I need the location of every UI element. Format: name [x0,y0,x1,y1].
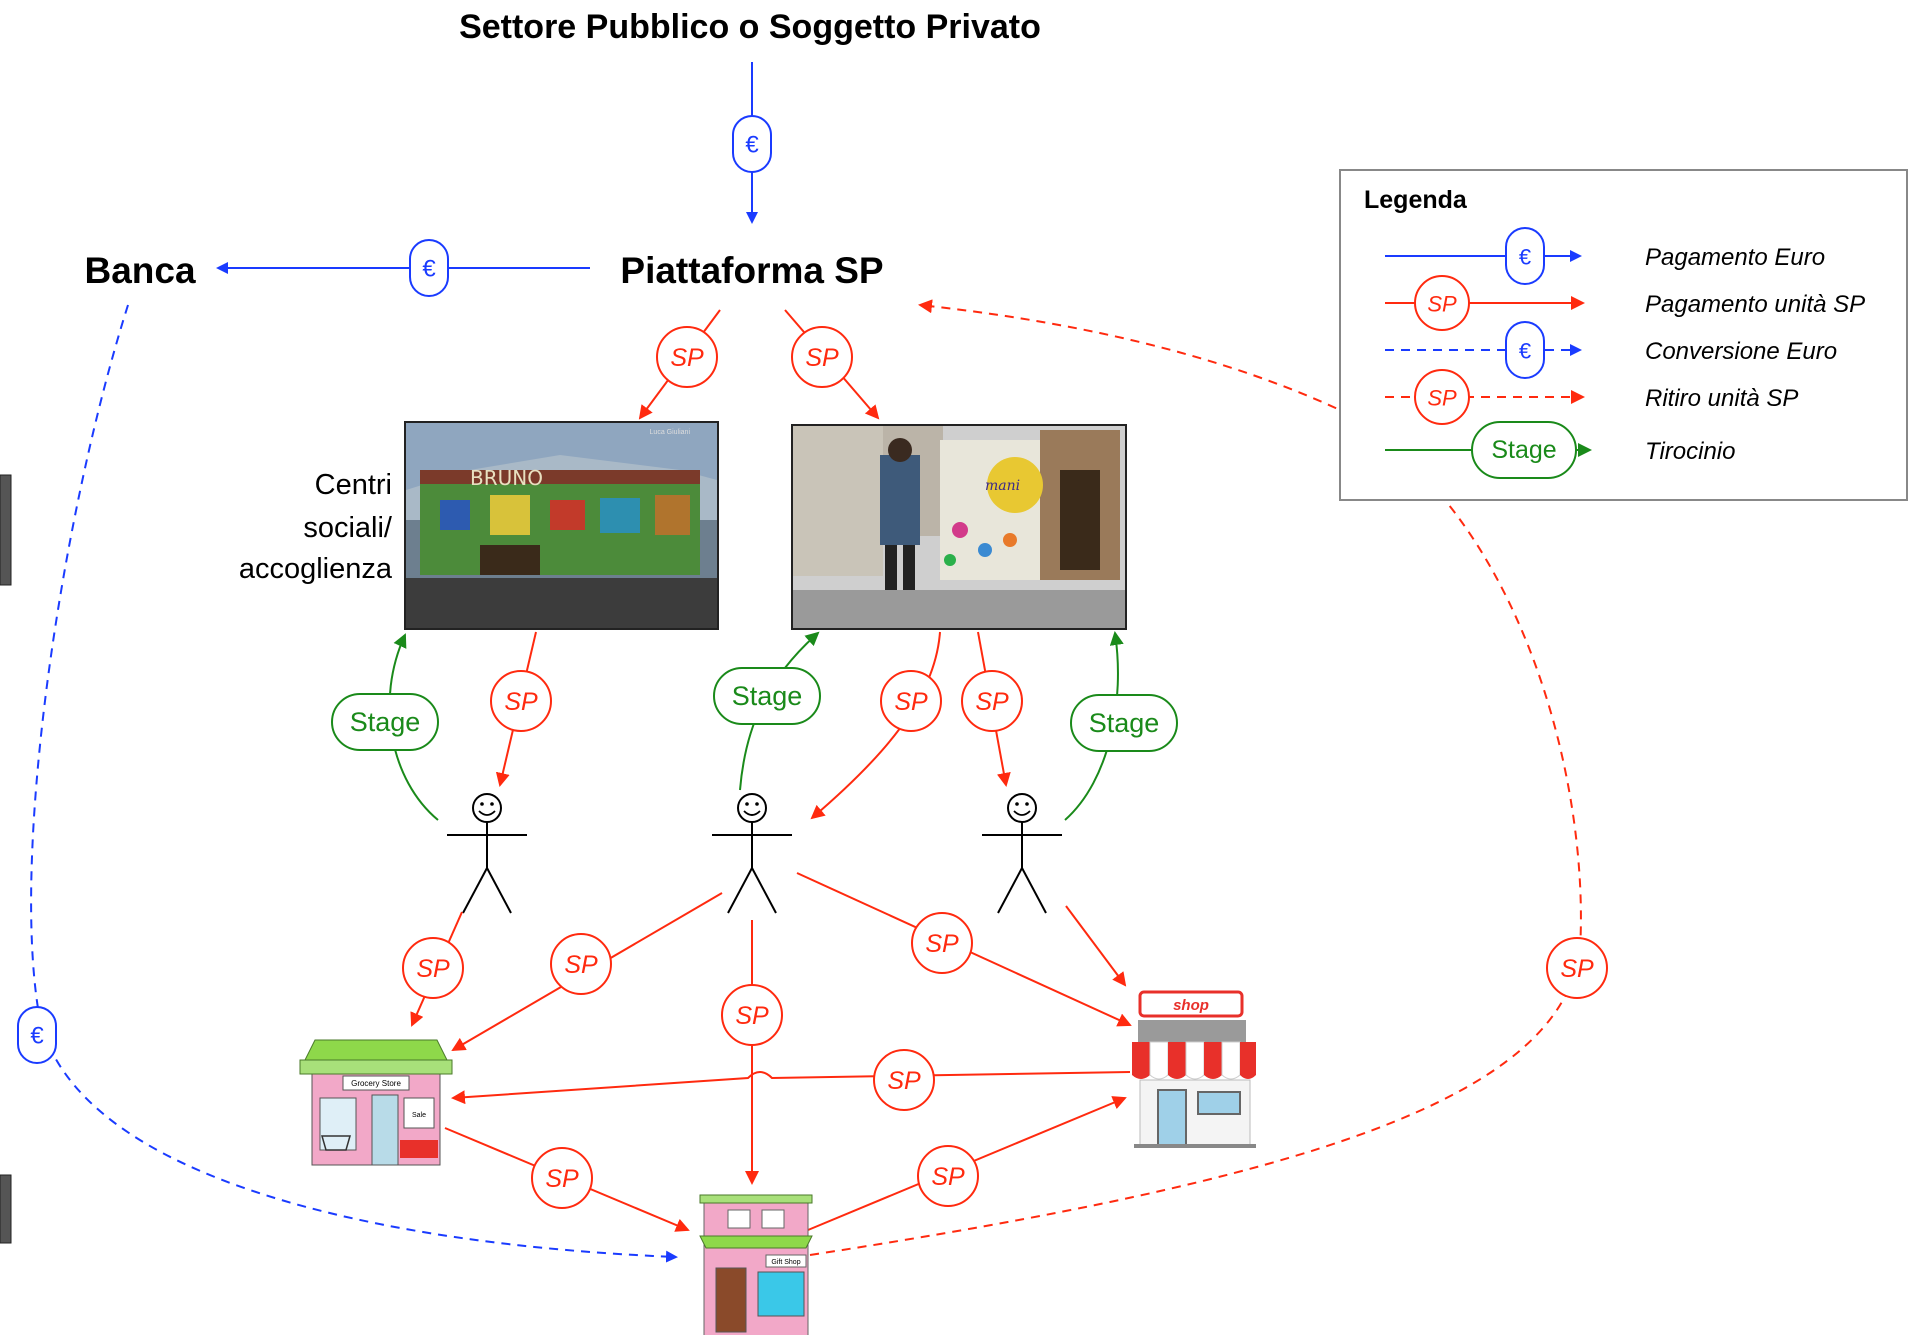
svg-text:SP: SP [416,955,450,983]
badge-euro-bank: € [409,239,449,297]
badge-sp-withdraw: SP [1546,937,1608,999]
svg-text:€: € [30,1023,44,1050]
left-edge-bar-bottom [0,1174,12,1244]
svg-text:SP: SP [1427,386,1457,411]
svg-text:SP: SP [1560,955,1594,983]
red-shop-icon: shop [1132,990,1256,1148]
svg-text:SP: SP [670,344,704,372]
legend-row-internship: Stage Tirocinio [1385,421,1735,479]
photo-community-center: BRUNO Luca Giuliani [404,421,719,630]
svg-text:SP: SP [735,1002,769,1030]
svg-text:SP: SP [1427,292,1457,317]
legend-row-sp-withdraw: SP Ritiro unità SP [1385,369,1798,425]
badge-sp-grocery-pink: SP [531,1147,593,1209]
centri-label-line1: Centri [315,469,392,501]
grocery-small-sign: Sale [412,1112,426,1119]
shop-sign-text: shop [1173,997,1209,1014]
badge-sp-person2-pink: SP [721,984,783,1046]
legend-row-sp-payment: SP Pagamento unità SP [1385,275,1865,331]
badge-sp-platform-left: SP [656,326,718,388]
person-2-smiley-icon [737,793,767,823]
legend-label-sp-payment: Pagamento unità SP [1645,291,1865,318]
person-1-smiley-icon [472,793,502,823]
centri-label-line3: accoglienza [239,553,393,585]
badge-stage-person2: Stage [713,667,821,725]
legend: Legenda € Pagamento Euro SP Pagamento un… [1339,169,1908,501]
grocery-store-icon: Grocery Store Sale [299,1039,453,1166]
person-3-smiley-icon [1007,793,1037,823]
cart-icon [321,1135,351,1151]
flow-pink-shop-to-platform-withdraw [809,299,1582,1256]
legend-title: Legenda [1364,186,1468,214]
person-2 [712,793,792,914]
badge-sp-left-center-person1: SP [490,670,552,732]
badge-stage-person3: Stage [1070,694,1178,752]
badge-sp-person2-red: SP [911,912,973,974]
street-art-word: mani [985,478,1020,494]
legend-row-euro-payment: € Pagamento Euro [1385,227,1825,285]
badge-sp-person2-grocery: SP [550,933,612,995]
flow-person3-to-red-shop [1065,905,1127,987]
pink-shop-sign: Gift Shop [771,1259,800,1266]
badge-sp-right-center-person2: SP [880,670,942,732]
bank-label: Banca [84,250,195,291]
badge-sp-red-to-grocery: SP [873,1049,935,1111]
svg-text:Stage: Stage [1089,708,1160,738]
legend-label-euro-conversion: Conversione Euro [1645,338,1837,365]
svg-text:SP: SP [975,688,1009,716]
svg-text:Stage: Stage [1491,436,1556,464]
person-1 [447,793,527,914]
centri-label-line2: sociali/ [303,512,393,544]
svg-text:SP: SP [805,344,839,372]
badge-stage-person1: Stage [331,693,439,751]
svg-text:SP: SP [564,951,598,979]
svg-text:SP: SP [894,688,928,716]
legend-label-euro-payment: Pagamento Euro [1645,244,1825,271]
legend-row-euro-conversion: € Conversione Euro [1385,321,1837,379]
svg-text:€: € [422,256,436,283]
legend-label-sp-withdraw: Ritiro unità SP [1645,385,1798,412]
person-3 [982,793,1062,914]
svg-text:SP: SP [545,1165,579,1193]
badge-euro-conversion: € [17,1006,57,1064]
community-center-sign: BRUNO [470,466,543,490]
svg-text:SP: SP [925,930,959,958]
platform-label: Piattaforma SP [620,250,883,291]
badge-euro-title: € [732,115,772,173]
left-edge-bar-top [0,474,12,586]
pink-shop-icon: Gift Shop [699,1194,813,1335]
svg-text:Stage: Stage [350,707,421,737]
svg-text:SP: SP [887,1067,921,1095]
svg-text:Stage: Stage [732,681,803,711]
photo-street-art: mani [791,424,1127,630]
svg-text:SP: SP [504,688,538,716]
svg-text:€: € [745,132,759,159]
badge-sp-pink-red: SP [917,1145,979,1207]
badge-sp-right-center-person3: SP [961,670,1023,732]
flow-red-shop-to-grocery [451,1071,1131,1105]
photo-watermark: Luca Giuliani [650,429,691,436]
grocery-sign-text: Grocery Store [351,1079,401,1088]
svg-text:SP: SP [931,1163,965,1191]
diagram-title: Settore Pubblico o Soggetto Privato [459,8,1041,46]
legend-label-internship: Tirocinio [1645,438,1735,465]
svg-text:€: € [1519,339,1531,364]
badge-sp-platform-right: SP [791,326,853,388]
legend-box [1339,169,1908,501]
badge-sp-person1-grocery: SP [402,937,464,999]
svg-text:€: € [1519,245,1531,270]
